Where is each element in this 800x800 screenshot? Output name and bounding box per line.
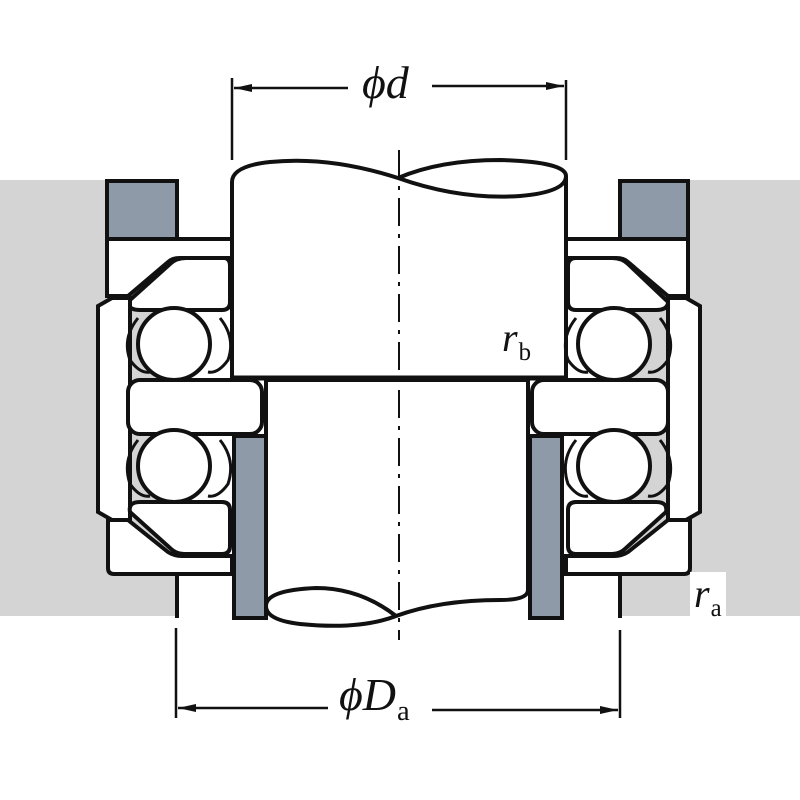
ball-lower-right: [576, 428, 652, 504]
outer-ring-right: [666, 296, 702, 522]
dimension-d: [230, 78, 568, 160]
shaft-washer-left: [126, 378, 264, 436]
ball-upper-right: [576, 306, 652, 382]
label-shaft-diameter: ϕd: [356, 60, 415, 106]
shaft-washer-right: [530, 378, 670, 436]
label-shaft-fillet-radius: rb: [500, 318, 533, 365]
lower-ball-row: [125, 428, 673, 504]
lower-housing-washer-left: [106, 500, 234, 576]
sleeve-left: [232, 434, 268, 620]
sleeve-spacers: [232, 434, 564, 620]
sleeve-right: [528, 434, 564, 620]
shaft-lower: [264, 378, 530, 628]
cage-icon: [125, 317, 233, 374]
spacer-top-left: [105, 179, 179, 241]
label-ra-subscript: a: [710, 594, 722, 622]
lower-housing-washer-right: [564, 500, 692, 576]
label-Da-subscript: a: [397, 695, 410, 727]
dimension-Da: [174, 628, 622, 718]
label-Da-main: ϕD: [339, 669, 397, 720]
label-ra-main: r: [694, 571, 710, 616]
upper-housing-washer-left: [105, 237, 234, 312]
label-rb-subscript: b: [518, 338, 531, 366]
central-shaft-washer: [126, 378, 670, 436]
upper-housing-washer-right: [564, 237, 690, 312]
upper-ball-row: [125, 306, 673, 382]
label-housing-abutment-diameter: ϕDa: [333, 669, 416, 727]
outer-ring-left: [96, 296, 132, 522]
ball-upper-left: [136, 306, 212, 382]
label-housing-fillet-radius: ra: [690, 571, 726, 624]
label-rb-main: r: [502, 315, 518, 360]
ball-lower-left: [136, 428, 212, 504]
spacer-top-right: [618, 179, 690, 241]
